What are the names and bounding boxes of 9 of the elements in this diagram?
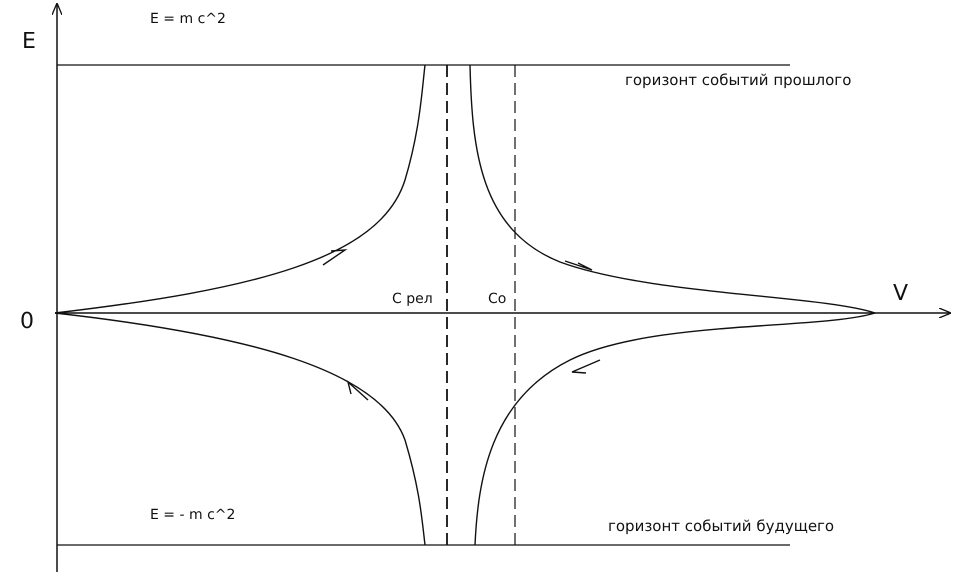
horizon-label: горизонт событий прошлого bbox=[625, 72, 852, 88]
equation: E = - m c^2 bbox=[150, 508, 236, 524]
axis-label: 0 bbox=[20, 310, 34, 334]
horizon-label: горизонт событий будущего bbox=[608, 518, 834, 534]
axis-label: E bbox=[22, 30, 36, 54]
tick-label: С рел bbox=[392, 292, 433, 308]
equation: E = m c^2 bbox=[150, 12, 226, 28]
tick-label: Со bbox=[488, 292, 506, 308]
axis-label: V bbox=[893, 282, 908, 306]
